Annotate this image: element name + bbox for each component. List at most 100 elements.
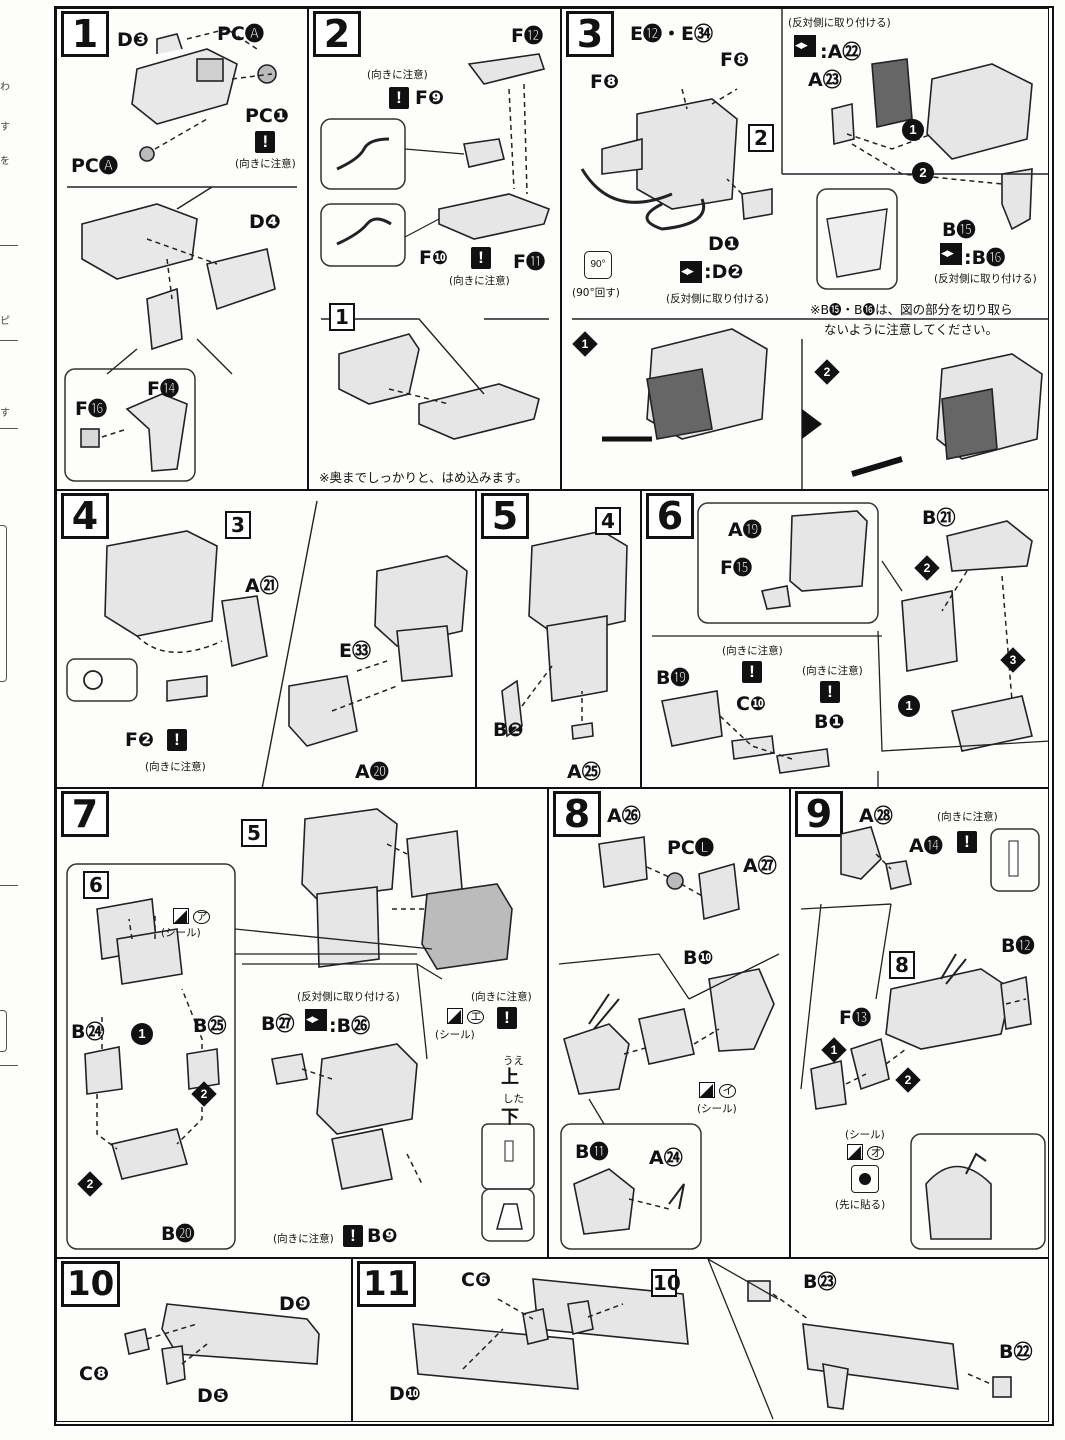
part-label: D❾ (279, 1293, 311, 1315)
orientation-warning: ! (742, 661, 762, 683)
mirror-note: (反対側に取り付ける) (934, 273, 1037, 285)
part-label: F❿ (419, 247, 449, 269)
orientation-warning: ! (957, 831, 977, 853)
sticker-marker: ア (173, 907, 211, 925)
mirror-note: (反対側に取り付ける) (788, 17, 891, 29)
part-label: :B㉖ (329, 1015, 371, 1037)
sticker-marker: イ (699, 1081, 737, 1099)
orientation-warning: ! (497, 1007, 517, 1029)
step-5-panel: 5 4 B❷ A㉕ (476, 490, 641, 788)
up-ruby: うえ (503, 1055, 524, 1067)
mirror-icon (305, 1009, 327, 1031)
part-label: A⓳ (728, 519, 762, 541)
down-label: 下 (501, 1107, 519, 1127)
part-label: :B⓰ (964, 247, 1006, 269)
sequence-marker: 2 (895, 1067, 921, 1093)
sticker-id: エ (467, 1010, 485, 1024)
part-label: B㉔ (71, 1021, 105, 1043)
warning-icon: ! (471, 247, 491, 269)
step-10-panel: 10 D❾ C❽ D❺ (56, 1258, 352, 1422)
step-6-illustration (652, 502, 1048, 787)
margin-box (0, 1010, 7, 1052)
mirror-icon (794, 35, 816, 57)
part-label: C❽ (79, 1363, 110, 1385)
apply-first-note: (先に貼る) (835, 1199, 886, 1211)
warning-text: (向きに注意) (722, 645, 783, 657)
step-number: 9 (795, 791, 843, 837)
step-number: 2 (313, 11, 361, 57)
warning-text: (向きに注意) (471, 991, 532, 1003)
warning-text: (向きに注意) (937, 811, 998, 823)
step-number: 3 (566, 11, 614, 57)
part-label: A㉕ (567, 761, 601, 783)
margin-rule (0, 885, 18, 886)
orientation-warning: ! (167, 729, 187, 751)
footnote: ないように注意してください。 (824, 322, 999, 337)
part-label: B❾ (367, 1225, 398, 1247)
part-label: F❷ (125, 729, 155, 751)
step-ref-box: 10 (651, 1269, 681, 1297)
warning-text: (向きに注意) (145, 761, 206, 773)
warning-text: (向きに注意) (235, 158, 296, 170)
step-ref-box: 4 (595, 507, 621, 535)
sticker-label: (シール) (161, 927, 201, 939)
sticker-label: (シール) (845, 1129, 885, 1141)
step-8-illustration (558, 836, 780, 1250)
step-number: 1 (61, 11, 109, 57)
sticker-icon (847, 1143, 863, 1160)
part-label: F⓯ (720, 557, 752, 579)
part-label: B㉒ (999, 1341, 1033, 1363)
warning-icon: ! (497, 1007, 517, 1029)
part-label: C❿ (736, 693, 767, 715)
part-label: D❿ (389, 1383, 421, 1405)
sticker-marker: オ (847, 1143, 885, 1161)
orientation-warning: ! (471, 247, 491, 269)
up-label: 上 (501, 1067, 519, 1087)
margin-char: す (0, 408, 10, 419)
part-label: D❸ (117, 29, 149, 51)
part-label: B❷ (493, 719, 524, 741)
step-5-illustration (501, 530, 628, 740)
part-label: A⓮ (909, 835, 943, 857)
warning-text: (向きに注意) (273, 1233, 334, 1245)
margin-char: す (0, 122, 10, 133)
warning-text: (向きに注意) (449, 275, 510, 287)
part-label: PC🅐 (217, 23, 264, 45)
rotate-icon: 90° (584, 251, 612, 279)
step-3-panel: 3 E⓬・ (561, 8, 1049, 490)
part-label: F⓭ (839, 1007, 871, 1029)
part-label: C❻ (461, 1269, 492, 1291)
mirror-icon (680, 261, 702, 283)
sticker-id: オ (867, 1146, 885, 1160)
part-label: A㉑ (245, 575, 279, 597)
part-label: PC🅛 (667, 837, 714, 859)
part-label: D❺ (197, 1385, 229, 1407)
rotate-value: 90° (590, 259, 606, 270)
part-label: PC🅐 (71, 155, 118, 177)
part-label: F❽ (720, 49, 750, 71)
part-label: A㉔ (649, 1147, 683, 1169)
step-2-panel: 2 (向きに注意) ! F❾ F⓬ F❿ ! (向きに注意) F⓫ 1 ※奥まで… (308, 8, 561, 490)
orientation-warning: ! (343, 1225, 363, 1247)
part-label: :A㉒ (820, 41, 862, 63)
part-label: D❹ (249, 211, 281, 233)
orientation-warning: ! (389, 87, 409, 109)
part-label: B㉕ (193, 1015, 227, 1037)
part-label: B㉗ (261, 1013, 295, 1035)
part-label: B㉓ (803, 1271, 837, 1293)
mirror-note: (反対側に取り付ける) (666, 293, 769, 305)
part-label: PC❶ (245, 105, 289, 127)
orientation-warning: ! (820, 681, 840, 703)
footnote: ※奥までしっかりと、はめ込みます。 (319, 470, 528, 485)
mirror-icon (940, 243, 962, 265)
part-label: A㉓ (808, 69, 842, 91)
step-number: 7 (61, 791, 109, 837)
rotate-note: (90°回す) (572, 287, 620, 299)
step-4-illustration (66, 500, 468, 787)
part-label: F⓮ (147, 378, 179, 400)
margin-char: ピ (0, 316, 10, 327)
sticker-id: イ (719, 1084, 737, 1098)
step-ref-box: 6 (83, 871, 109, 899)
sticker-marker: エ (447, 1007, 485, 1025)
part-label: F⓬ (511, 25, 543, 47)
